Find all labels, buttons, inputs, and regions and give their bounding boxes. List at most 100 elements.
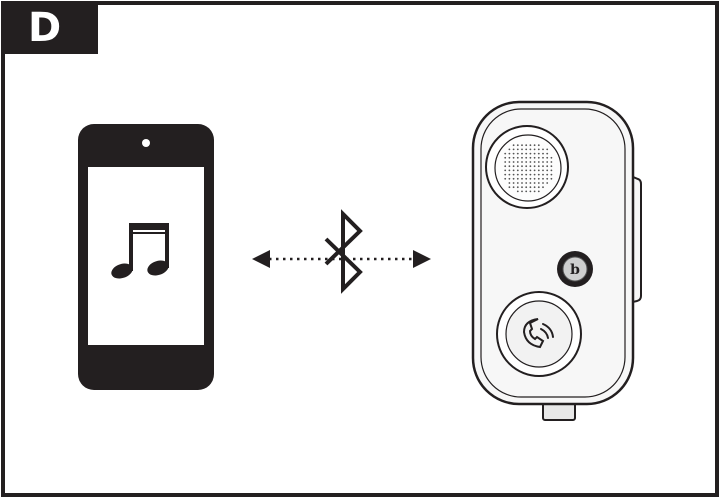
grille-dot bbox=[529, 186, 532, 189]
grille-dot bbox=[542, 177, 544, 180]
grille-dot bbox=[525, 148, 528, 151]
grille-dot bbox=[546, 177, 549, 180]
grille-dot bbox=[537, 190, 540, 193]
grille-dot bbox=[546, 173, 549, 176]
small-button-label: b bbox=[570, 262, 580, 278]
grille-dot bbox=[546, 156, 549, 159]
grille-dot bbox=[512, 156, 515, 159]
grille-dot bbox=[529, 169, 532, 172]
grille-dot bbox=[537, 156, 540, 159]
grille-dot bbox=[546, 165, 549, 168]
grille-dot bbox=[516, 186, 519, 189]
grille-dot bbox=[529, 165, 532, 168]
grille-dot bbox=[504, 161, 507, 163]
grille-dot bbox=[537, 152, 540, 155]
grille-dot bbox=[542, 156, 544, 159]
grille-dot bbox=[546, 161, 549, 163]
grille-dot bbox=[533, 156, 536, 159]
grille-dot bbox=[521, 190, 523, 193]
grille-dot bbox=[542, 182, 544, 184]
grille-dot bbox=[533, 177, 536, 180]
grille-dot bbox=[508, 156, 511, 159]
grille-dot bbox=[521, 177, 523, 180]
grille-dot bbox=[508, 177, 511, 180]
grille-dot bbox=[521, 152, 523, 155]
grille-dot bbox=[550, 156, 553, 159]
grille-dot bbox=[542, 173, 544, 176]
grille-dot bbox=[516, 182, 519, 184]
small-b-button[interactable]: b bbox=[557, 251, 593, 287]
grille-dot bbox=[521, 156, 523, 159]
grille-dot bbox=[533, 144, 536, 147]
grille-dot bbox=[504, 169, 507, 172]
device-inner-outline bbox=[480, 108, 626, 398]
grille-dot bbox=[504, 165, 507, 168]
grille-dot bbox=[533, 152, 536, 155]
grille-dot bbox=[512, 165, 515, 168]
grille-dot bbox=[542, 161, 544, 163]
grille-dot bbox=[504, 152, 507, 155]
grille-dot bbox=[542, 165, 544, 168]
grille-dot bbox=[508, 165, 511, 168]
step-letter: D bbox=[28, 5, 62, 51]
grille-dot bbox=[529, 148, 532, 151]
grille-dot bbox=[521, 169, 523, 172]
grille-dot bbox=[533, 148, 536, 151]
grille-dot bbox=[521, 148, 523, 151]
grille-dot bbox=[508, 182, 511, 184]
grille-dot bbox=[546, 169, 549, 172]
grille-dot bbox=[512, 144, 515, 147]
grille-dot bbox=[521, 182, 523, 184]
grille-dot bbox=[537, 161, 540, 163]
grille-dot bbox=[508, 148, 511, 151]
call-button[interactable] bbox=[496, 291, 582, 377]
grille-dot bbox=[529, 156, 532, 159]
grille-dot bbox=[508, 186, 511, 189]
grille-dot bbox=[550, 177, 553, 180]
grille-dot bbox=[550, 161, 553, 163]
grille-dot bbox=[537, 186, 540, 189]
grille-dot bbox=[542, 148, 544, 151]
grille-dot bbox=[516, 144, 519, 147]
grille-dot bbox=[533, 182, 536, 184]
grille-dot bbox=[525, 169, 528, 172]
grille-dot bbox=[533, 173, 536, 176]
grille-dot bbox=[508, 161, 511, 163]
grille-dot bbox=[504, 156, 507, 159]
grille-dot bbox=[512, 169, 515, 172]
grille-dot bbox=[537, 177, 540, 180]
grille-dot bbox=[537, 182, 540, 184]
grille-dot bbox=[525, 165, 528, 168]
grille-dot bbox=[516, 161, 519, 163]
grille-dot bbox=[529, 190, 532, 193]
grille-dot bbox=[512, 186, 515, 189]
grille-dot bbox=[508, 169, 511, 172]
grille-dot bbox=[516, 169, 519, 172]
grille-dot bbox=[525, 182, 528, 184]
grille-dot bbox=[504, 173, 507, 176]
grille-dot bbox=[525, 173, 528, 176]
grille-dot bbox=[516, 156, 519, 159]
grille-dot bbox=[537, 144, 540, 147]
grille-dot bbox=[533, 161, 536, 163]
grille-dot bbox=[533, 169, 536, 172]
grille-dot bbox=[525, 156, 528, 159]
grille-dot bbox=[516, 152, 519, 155]
grille-dot bbox=[529, 173, 532, 176]
grille-dot bbox=[542, 186, 544, 189]
grille-dot bbox=[525, 186, 528, 189]
grille-dot bbox=[537, 173, 540, 176]
grille-dot bbox=[512, 148, 515, 151]
grille-dot bbox=[533, 186, 536, 189]
grille-dot bbox=[529, 177, 532, 180]
grille-dot bbox=[521, 161, 523, 163]
grille-dot bbox=[521, 173, 523, 176]
grille-dot bbox=[529, 182, 532, 184]
grille-dot bbox=[516, 173, 519, 176]
grille-dot bbox=[508, 173, 511, 176]
grille-dot bbox=[550, 173, 553, 176]
grille-dot bbox=[542, 169, 544, 172]
grille-dot bbox=[550, 165, 553, 168]
